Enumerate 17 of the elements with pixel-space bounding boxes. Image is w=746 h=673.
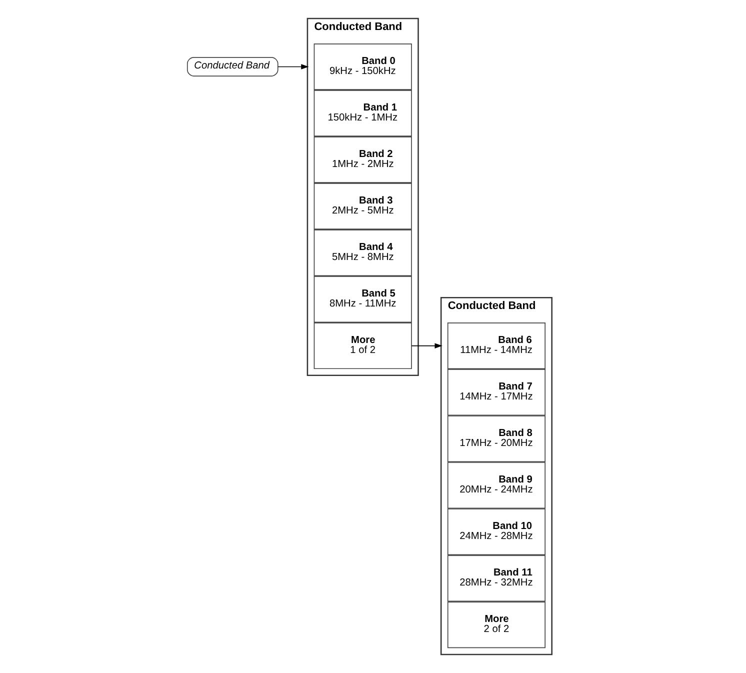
node-box: More 1 of 2: [314, 322, 412, 370]
node-box: Band 8 17MHz - 20MHz: [447, 416, 546, 462]
node-box: Band 3 2MHz - 5MHz: [314, 183, 412, 230]
node-box: More 2 of 2: [447, 602, 546, 648]
arrow: [278, 64, 309, 70]
node-box: Band 2 1MHz - 2MHz: [314, 136, 412, 184]
node-box: Band 11 28MHz - 32MHz: [447, 555, 546, 602]
node-box: Band 0 9kHz - 150kHz: [314, 43, 412, 90]
node-box: Band 4 5MHz - 8MHz: [314, 230, 412, 276]
arrow: [411, 343, 442, 348]
node-box: Band 1 150kHz - 1MHz: [314, 90, 412, 136]
node-box: Conducted Band: [186, 57, 278, 76]
node-box: Band 5 8MHz - 11MHz: [314, 276, 412, 323]
node-box: Band 10 24MHz - 28MHz: [447, 508, 546, 556]
node-box: Band 9 20MHz - 24MHz: [447, 462, 546, 509]
node-box: Band 7 14MHz - 17MHz: [447, 369, 546, 416]
node-box: Band 6 11MHz - 14MHz: [447, 322, 546, 370]
